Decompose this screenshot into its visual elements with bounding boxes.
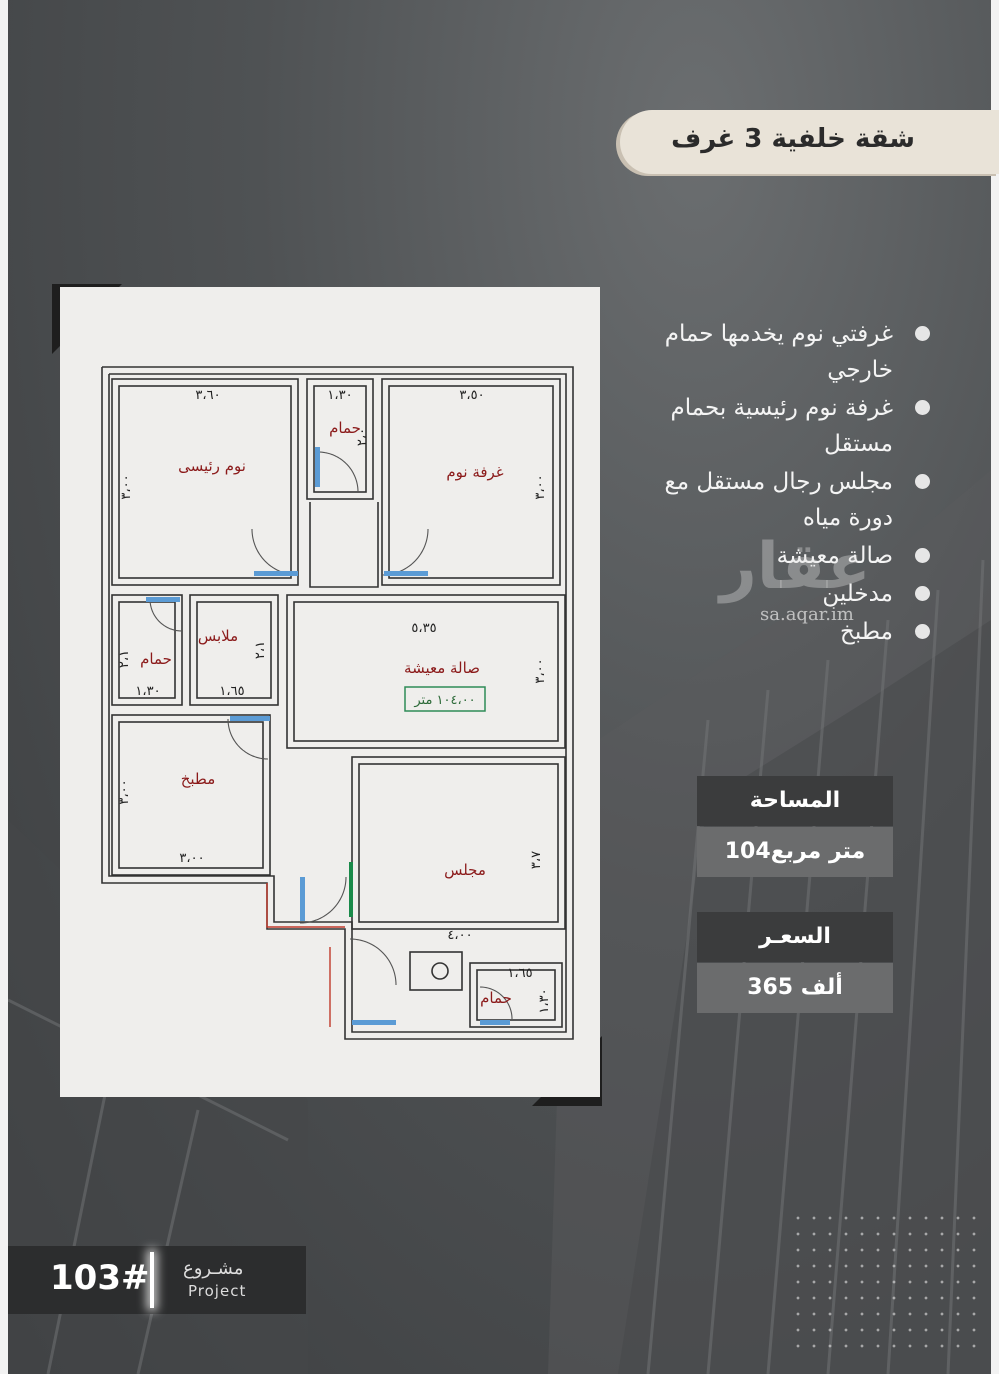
- room-bedroom: غرفة نوم: [446, 463, 503, 481]
- dim-bath-width: ١،٣٠: [327, 388, 352, 403]
- dim-majlis-width: ٤،٠٠: [447, 928, 472, 943]
- room-bathroom-top: حمام: [329, 419, 361, 437]
- dim-master-height: ٣،٠٠: [119, 474, 134, 499]
- page-edge-right: [991, 0, 999, 1374]
- dim-majlis-height: ٣،٧: [529, 851, 544, 869]
- page-edge-left: [0, 0, 8, 1374]
- room-closet: ملابس: [198, 627, 238, 645]
- room-master-bedroom: نوم رئيسى: [178, 457, 246, 475]
- dim-bath-bottom-height: ١،٣٠: [537, 988, 552, 1013]
- feature-item: مدخلين: [640, 576, 930, 612]
- bullet-icon: [915, 586, 930, 601]
- floor-plan: نوم رئيسى حمام غرفة نوم ملابس حمام صالة …: [101, 366, 574, 1040]
- feature-item: مطبخ: [640, 614, 930, 650]
- room-bathroom-bottom: حمام: [480, 989, 512, 1007]
- dim-living-height: ٣،٠٠: [533, 658, 548, 683]
- dim-master-width: ٣،٦٠: [195, 388, 220, 403]
- area-label-box: [404, 686, 486, 712]
- dim-kitchen-height: ٣،٠٠: [117, 779, 132, 804]
- watermark-url: sa.aqar.im: [760, 604, 854, 625]
- dim-bath-left-height: ٢،١: [117, 650, 132, 668]
- bullet-icon: [915, 400, 930, 415]
- feature-item: غرفة نوم رئيسية بحمام مستقل: [640, 390, 930, 462]
- bullet-icon: [915, 548, 930, 563]
- bullet-icon: [915, 624, 930, 639]
- room-kitchen: مطبخ: [181, 770, 216, 788]
- feature-item: غرفتي نوم يخدمها حمام خارجي: [640, 316, 930, 388]
- project-label-en: Project: [188, 1282, 247, 1300]
- project-badge: 103# مشـروع Project: [8, 1246, 306, 1314]
- room-bathroom-left: حمام: [140, 650, 172, 668]
- entrance-door: [349, 862, 353, 917]
- dim-living-width: ٥،٣٥: [411, 621, 436, 636]
- dim-kitchen-width: ٣،٠٠: [179, 851, 204, 866]
- room-majlis: مجلس: [444, 861, 486, 879]
- feature-item: صالة معيشة: [640, 538, 930, 574]
- dim-closet-width: ١،٦٥: [219, 684, 244, 699]
- feature-list: غرفتي نوم يخدمها حمام خارجي غرفة نوم رئي…: [640, 316, 930, 652]
- dim-bath-height: ٢،٠: [355, 428, 370, 446]
- price-label: السعـر: [697, 912, 893, 962]
- room-living-hall: صالة معيشة: [404, 659, 480, 677]
- price-value: 365 ألف: [697, 963, 893, 1013]
- title-banner: شقة خلفية 3 غرف: [620, 110, 999, 174]
- watermark-logo: عقار: [720, 530, 871, 604]
- dim-bed-width: ٣،٥٠: [459, 388, 484, 403]
- bullet-icon: [915, 326, 930, 341]
- area-label: المساحة: [697, 776, 893, 826]
- project-label-ar: مشـروع: [183, 1258, 244, 1279]
- project-number: 103#: [50, 1258, 150, 1298]
- feature-item: مجلس رجال مستقل مع دورة مياه: [640, 464, 930, 536]
- living-area-value: ١٠٤،٠٠ متر: [413, 693, 475, 708]
- bullet-icon: [915, 474, 930, 489]
- dim-closet-height: ٢،١: [253, 641, 268, 659]
- dim-bath-bottom-width: ١،٦٥: [507, 966, 532, 981]
- dim-bath-left-width: ١،٣٠: [135, 684, 160, 699]
- area-value: 104متر مربع: [697, 827, 893, 877]
- page-title: شقة خلفية 3 غرف: [671, 124, 915, 154]
- dot-pattern: [790, 1210, 980, 1360]
- dim-bed-height: ٣،٠٠: [533, 474, 548, 499]
- project-divider: [150, 1252, 154, 1308]
